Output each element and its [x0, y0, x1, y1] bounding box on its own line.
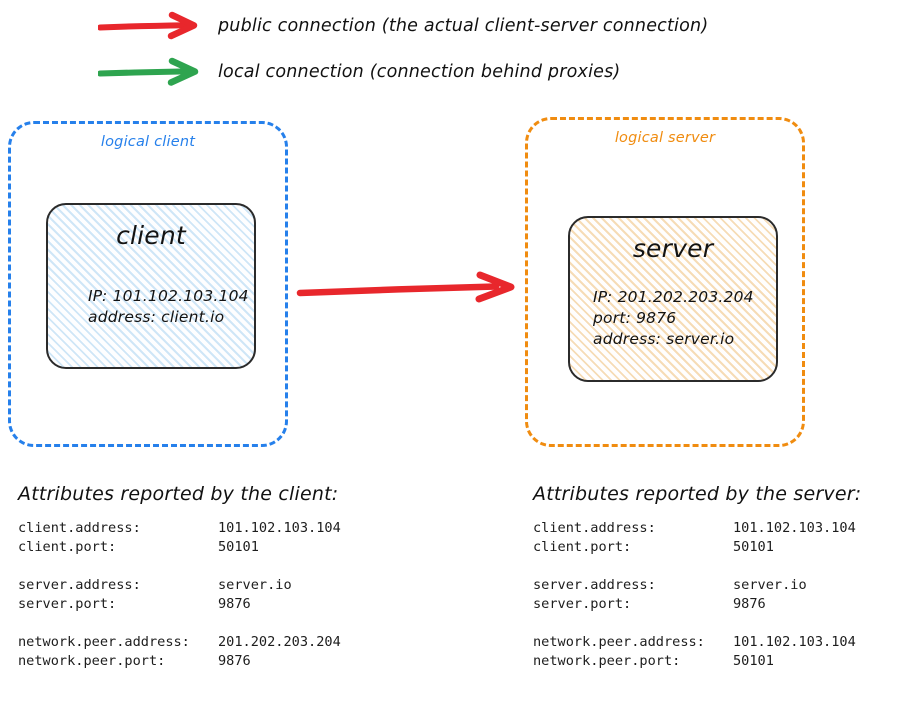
attr-value: 9876 — [218, 653, 251, 669]
server-detail-ip: IP: 201.202.203.204 — [593, 288, 754, 306]
table-row: network.peer.port: 50101 — [533, 652, 856, 671]
client-node-details: IP: 101.102.103.104 address: client.io — [48, 286, 294, 328]
public-connection-arrow — [296, 271, 515, 303]
server-node-details: IP: 201.202.203.204 port: 9876 address: … — [570, 287, 799, 350]
logical-client-title: logical client — [100, 134, 196, 150]
attr-value: 50101 — [733, 539, 774, 555]
table-row: client.port: 50101 — [18, 538, 341, 557]
attr-key: server.port: — [18, 596, 117, 612]
attr-key: server.address: — [18, 577, 141, 593]
table-row: client.address: 101.102.103.104 — [18, 519, 341, 538]
attr-value: 50101 — [218, 539, 259, 555]
attr-value: 9876 — [218, 596, 251, 612]
table-spacer — [533, 614, 856, 633]
client-node: client IP: 101.102.103.104 address: clie… — [46, 203, 256, 369]
attr-value: 9876 — [733, 596, 766, 612]
attr-key: network.peer.address: — [18, 634, 190, 650]
table-spacer — [18, 614, 341, 633]
logical-client-group: logical client client IP: 101.102.103.10… — [8, 121, 288, 447]
table-row: network.peer.address: 101.102.103.104 — [533, 633, 856, 652]
attr-value: 101.102.103.104 — [733, 520, 856, 536]
client-detail-address: address: client.io — [88, 308, 225, 326]
attr-key: server.address: — [533, 577, 656, 593]
table-row: server.address: server.io — [18, 576, 341, 595]
logical-server-group: logical server server IP: 201.202.203.20… — [525, 117, 805, 447]
server-node: server IP: 201.202.203.204 port: 9876 ad… — [568, 216, 778, 382]
attr-value: server.io — [218, 577, 292, 593]
table-row: client.port: 50101 — [533, 538, 856, 557]
attr-key: client.address: — [18, 520, 141, 536]
logical-server-title: logical server — [614, 130, 716, 146]
client-attributes-panel: Attributes reported by the client: clien… — [18, 483, 341, 671]
table-spacer — [533, 557, 856, 576]
table-row: server.port: 9876 — [18, 595, 341, 614]
table-spacer — [18, 557, 341, 576]
attr-value: 101.102.103.104 — [218, 520, 341, 536]
attr-value: server.io — [733, 577, 807, 593]
attr-key: network.peer.address: — [533, 634, 705, 650]
server-attributes-panel: Attributes reported by the server: clien… — [533, 483, 861, 671]
attr-key: client.port: — [533, 539, 632, 555]
arrow-right-icon — [98, 57, 199, 86]
client-detail-ip: IP: 101.102.103.104 — [88, 287, 249, 305]
client-node-title: client — [116, 221, 186, 250]
client-attributes-table: client.address: 101.102.103.104 client.p… — [18, 519, 341, 671]
legend-label-local: local connection (connection behind prox… — [218, 62, 621, 82]
attr-key: network.peer.port: — [18, 653, 166, 669]
server-detail-address: address: server.io — [593, 330, 735, 348]
attr-key: server.port: — [533, 596, 632, 612]
attr-key: network.peer.port: — [533, 653, 681, 669]
legend-label-public: public connection (the actual client-ser… — [218, 16, 709, 36]
table-row: server.port: 9876 — [533, 595, 856, 614]
server-node-title: server — [632, 234, 714, 263]
attr-value: 50101 — [733, 653, 774, 669]
table-row: client.address: 101.102.103.104 — [533, 519, 856, 538]
server-attributes-table: client.address: 101.102.103.104 client.p… — [533, 519, 856, 671]
server-detail-port: port: 9876 — [593, 309, 677, 327]
client-attributes-title: Attributes reported by the client: — [18, 483, 339, 505]
legend-item-public: public connection (the actual client-ser… — [0, 6, 900, 46]
server-attributes-title: Attributes reported by the server: — [533, 483, 862, 505]
attr-key: client.address: — [533, 520, 656, 536]
table-row: network.peer.address: 201.202.203.204 — [18, 633, 341, 652]
attr-key: client.port: — [18, 539, 117, 555]
table-row: network.peer.port: 9876 — [18, 652, 341, 671]
arrow-right-icon — [98, 11, 198, 40]
attr-value: 101.102.103.104 — [733, 634, 856, 650]
attr-value: 201.202.203.204 — [218, 634, 341, 650]
table-row: server.address: server.io — [533, 576, 856, 595]
legend: public connection (the actual client-ser… — [0, 0, 900, 108]
legend-item-local: local connection (connection behind prox… — [0, 52, 900, 92]
